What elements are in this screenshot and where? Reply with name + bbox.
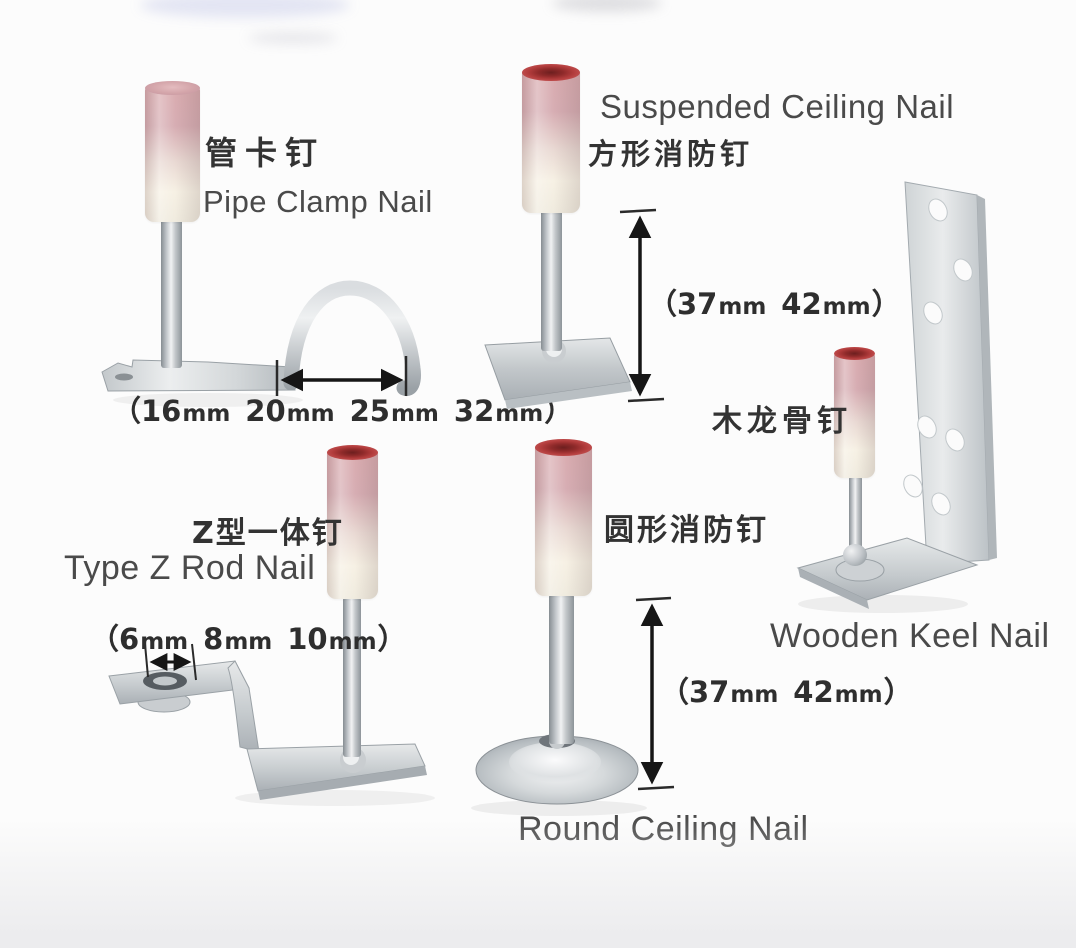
dim-part: ） [871, 287, 901, 321]
type-z-nail-cap-ring [327, 445, 378, 460]
round-label-cn: 圆形消防钉 [604, 513, 769, 548]
round-nail-shank [549, 594, 574, 744]
pipe-clamp-nail-cap-top [145, 81, 200, 95]
type-z-nail-shank [343, 597, 361, 757]
dim-part: ） [883, 675, 913, 709]
dim-part: mm [730, 682, 779, 708]
watermark-smudge [552, 0, 662, 12]
dim-part: （16 [112, 394, 182, 428]
dim-part: （37 [660, 675, 730, 709]
watermark-smudge [140, 0, 350, 18]
dim-part: 42 [781, 287, 822, 321]
wooden-keel-label-cn: 木龙骨钉 [712, 404, 852, 439]
suspended-nail-shank [541, 209, 562, 351]
dim-part: mm [834, 682, 883, 708]
pipe-clamp-bracket [101, 280, 421, 407]
dim-part: 20 [245, 394, 286, 428]
dim-part: mm [822, 294, 871, 320]
dim-part: （37 [648, 287, 718, 321]
suspended-label-cn: 方形消防钉 [588, 137, 754, 171]
dim-part: 25 [349, 394, 390, 428]
round-nail-base [471, 733, 647, 816]
pipe-clamp-nail-cap [145, 81, 200, 222]
dim-part: 8 [203, 622, 224, 656]
dim-part: mm [328, 629, 377, 655]
round-nail-cap [535, 439, 592, 596]
pipe-clamp-nail-shank [161, 218, 182, 368]
suspended-nail-cap-ring [522, 64, 580, 81]
wooden-keel-bracket [796, 181, 997, 613]
dim-part: 32 [453, 394, 495, 428]
wooden-keel-nail-ball [843, 544, 867, 566]
type-z-label-cn: Z型一体钉 [192, 516, 344, 551]
round-dimension-arrow [635, 596, 675, 791]
dim-part: mm [390, 401, 439, 427]
suspended-dimension-arrow [619, 208, 665, 403]
wooden-keel-nail-shank [849, 476, 862, 560]
dim-part: 42 [793, 675, 834, 709]
dim-part: ） [377, 622, 407, 656]
dim-part: （6 [90, 622, 140, 656]
suspended-nail-base-plate [484, 337, 632, 409]
wooden-keel-label-en: Wooden Keel Nail [770, 617, 1050, 655]
suspended-nail-cap [522, 64, 580, 213]
wooden-keel-nail-cap [834, 347, 875, 478]
type-z-label-en: Type Z Rod Nail [64, 549, 316, 587]
pipe-clamp-label-cn: 管卡钉 [205, 134, 326, 172]
dim-part: mm [140, 629, 189, 655]
type-z-bracket [108, 643, 435, 806]
watermark-smudge [248, 32, 338, 44]
dim-part: 10 [287, 622, 328, 656]
dim-part: mm [286, 401, 335, 427]
dim-part: mm [718, 294, 767, 320]
dim-part: mm [182, 401, 231, 427]
type-z-nail-cap [327, 445, 378, 599]
round-nail-cap-ring [535, 439, 592, 456]
wooden-keel-nail-cap-ring [834, 347, 875, 360]
dim-part: mm [224, 629, 273, 655]
pipe-clamp-label-en: Pipe Clamp Nail [203, 184, 433, 219]
suspended-label-en: Suspended Ceiling Nail [600, 88, 955, 125]
background-floor-shade [0, 818, 1076, 948]
